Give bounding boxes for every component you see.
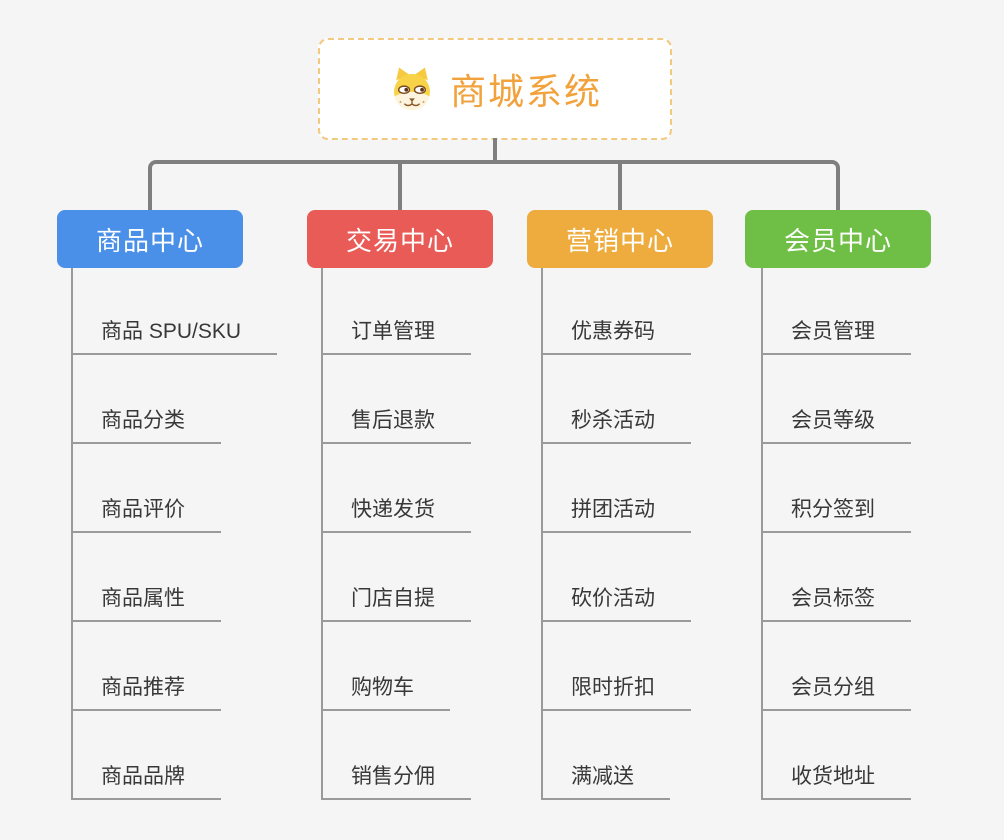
leaf-node[interactable]: 秒杀活动	[541, 404, 691, 444]
leaf-node[interactable]: 会员管理	[761, 315, 911, 355]
leaf-node[interactable]: 砍价活动	[541, 582, 691, 622]
leaf-node[interactable]: 会员标签	[761, 582, 911, 622]
branch-product-center: 商品 SPU/SKU 商品分类 商品评价 商品属性 商品推荐 商品品牌	[71, 268, 302, 808]
connector-bus	[148, 160, 840, 210]
branch-trunk-line	[321, 268, 323, 800]
leaf-node[interactable]: 积分签到	[761, 493, 911, 533]
branch-marketing-center: 优惠券码 秒杀活动 拼团活动 砍价活动 限时折扣 满减送	[541, 268, 772, 808]
leaf-node[interactable]: 商品品牌	[71, 760, 221, 800]
leaf-node[interactable]: 快递发货	[321, 493, 471, 533]
dog-face-icon	[394, 67, 430, 110]
leaf-node[interactable]: 收货地址	[761, 760, 911, 800]
root-node-mall-system[interactable]: 商城系统	[318, 38, 672, 140]
branch-trade-center: 订单管理 售后退款 快递发货 门店自提 购物车 销售分佣	[321, 268, 552, 808]
root-node-label: 商城系统	[449, 71, 602, 112]
category-node-product-center[interactable]: 商品中心	[57, 210, 243, 268]
connector-drop-branch-2	[398, 162, 402, 210]
category-label: 营销中心	[565, 225, 674, 256]
leaf-node[interactable]: 商品评价	[71, 493, 221, 533]
connector-root-stub	[493, 138, 497, 162]
category-label: 交易中心	[345, 225, 454, 256]
branch-trunk-line	[541, 268, 543, 800]
branch-trunk-line	[761, 268, 763, 800]
category-label: 会员中心	[783, 225, 892, 256]
leaf-node[interactable]: 售后退款	[321, 404, 471, 444]
leaf-node[interactable]: 商品分类	[71, 404, 221, 444]
category-node-marketing-center[interactable]: 营销中心	[527, 210, 713, 268]
leaf-node[interactable]: 订单管理	[321, 315, 471, 355]
leaf-node[interactable]: 优惠券码	[541, 315, 691, 355]
leaf-node[interactable]: 商品推荐	[71, 671, 221, 711]
leaf-node[interactable]: 商品属性	[71, 582, 221, 622]
branch-trunk-line	[71, 268, 73, 800]
leaf-node[interactable]: 购物车	[321, 671, 450, 711]
leaf-node[interactable]: 会员等级	[761, 404, 911, 444]
leaf-node[interactable]: 门店自提	[321, 582, 471, 622]
leaf-node[interactable]: 限时折扣	[541, 671, 691, 711]
category-node-member-center[interactable]: 会员中心	[745, 210, 931, 268]
leaf-node[interactable]: 销售分佣	[321, 760, 471, 800]
category-label: 商品中心	[95, 225, 204, 256]
leaf-node[interactable]: 满减送	[541, 760, 670, 800]
branch-member-center: 会员管理 会员等级 积分签到 会员标签 会员分组 收货地址	[761, 268, 992, 808]
category-node-trade-center[interactable]: 交易中心	[307, 210, 493, 268]
leaf-node[interactable]: 拼团活动	[541, 493, 691, 533]
leaf-node[interactable]: 会员分组	[761, 671, 911, 711]
leaf-node[interactable]: 商品 SPU/SKU	[71, 315, 278, 355]
connector-drop-branch-3	[618, 162, 622, 210]
